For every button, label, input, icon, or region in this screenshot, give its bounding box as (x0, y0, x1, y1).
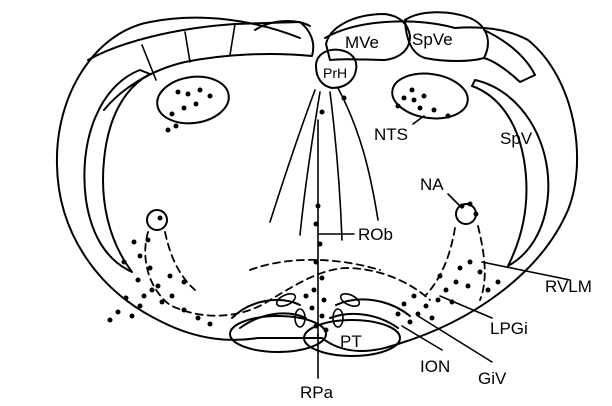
na-left-circle (147, 210, 167, 230)
leader-nts (413, 116, 424, 124)
dorsal-left-lobes (88, 22, 313, 110)
neuron-dots (108, 88, 501, 333)
label-spve: SpVe (412, 30, 453, 49)
dashed-outline-right (425, 226, 485, 300)
nts-left-oval (154, 72, 232, 128)
label-prh: PrH (323, 65, 347, 81)
leader-na (448, 194, 462, 208)
label-ion: ION (420, 357, 450, 376)
pt-left (230, 316, 326, 352)
label-nts: NTS (374, 125, 408, 144)
label-rpa: RPa (300, 383, 334, 402)
label-rvlm: RVLM (545, 277, 592, 296)
label-giv: GiV (478, 369, 507, 388)
label-na: NA (420, 175, 444, 194)
na-right-circle (456, 204, 476, 224)
label-lpgi: LPGi (490, 319, 528, 338)
label-rob: ROb (358, 225, 393, 244)
label-pt: PT (340, 332, 362, 351)
nts-right-oval (389, 69, 470, 123)
label-spv: SpV (500, 129, 533, 148)
left-crescent-spv (84, 70, 150, 272)
leader-giv (418, 316, 492, 362)
label-mve: MVe (345, 33, 379, 52)
right-crescent-spv (472, 80, 548, 266)
